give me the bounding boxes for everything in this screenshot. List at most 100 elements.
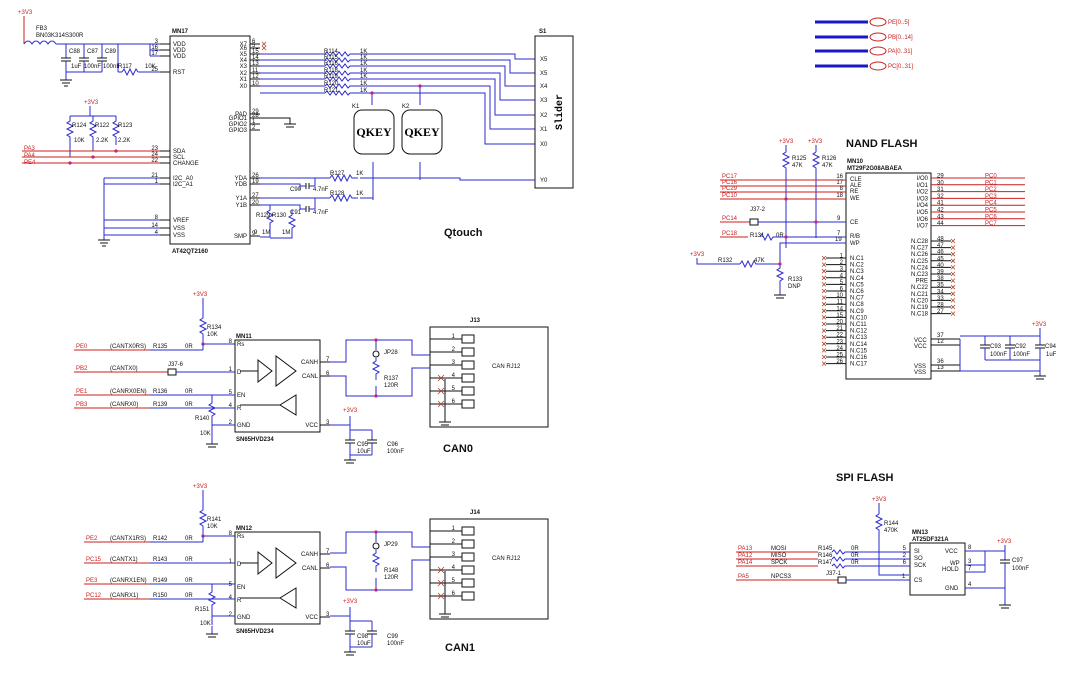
- slider-pin-label: X5: [540, 57, 548, 63]
- nand-left-pin: ALE: [850, 183, 861, 189]
- r136-label: R136: [153, 389, 168, 395]
- j14-connector[interactable]: [429, 518, 549, 620]
- mn11-part: SN65HVD234: [236, 437, 274, 443]
- mn12-label: MN12: [236, 526, 253, 532]
- r122-value: 2.2K: [96, 138, 108, 144]
- can-pin-num: 7: [326, 549, 330, 555]
- mn17-pin-name: I2C_A1: [173, 182, 194, 188]
- can-pin-name: VCC: [305, 615, 318, 621]
- mn17-pin-num: 1: [155, 179, 159, 185]
- nand-nc-name: N.C14: [850, 342, 868, 348]
- mn11-chip: [234, 339, 321, 433]
- mn17-pin-name: X5: [240, 52, 248, 58]
- mn17-pin-num: 16: [151, 45, 158, 51]
- nand-power2: +3V3: [808, 139, 823, 145]
- slider-pin-label: X5: [540, 71, 548, 77]
- nand-nc-num: 33: [937, 296, 944, 302]
- mn17-pin-num: 27: [252, 193, 259, 199]
- nand-io-net: PC7: [985, 221, 997, 227]
- r140-resistor-icon: [207, 395, 217, 436]
- j37-6-jumper[interactable]: [167, 368, 177, 376]
- nand-nc-num: 39: [937, 270, 944, 276]
- r126-resistor-icon: [811, 151, 821, 238]
- spi-title: SPI FLASH: [836, 472, 894, 484]
- ce-pin: CE: [850, 220, 858, 226]
- j13-connector[interactable]: [429, 326, 549, 428]
- mn17-pin-name: X0: [240, 84, 248, 90]
- can-pin-num: 5: [229, 390, 233, 396]
- jp29-icon[interactable]: [372, 542, 380, 550]
- nand-left-num: 17: [836, 180, 843, 186]
- nand-io-pin: I/O6: [917, 217, 929, 223]
- mn17-pin-name: X3: [240, 64, 248, 70]
- nand-nc-name: N.C8: [850, 302, 864, 308]
- r131-value: 0R: [776, 233, 784, 239]
- j37-2-jumper[interactable]: [749, 218, 759, 226]
- nand-io-num: 32: [937, 194, 944, 200]
- nand-nc-num: 48: [937, 237, 944, 243]
- can-pin-num: 4: [229, 403, 233, 409]
- r117-resistor-icon: [121, 67, 139, 77]
- mn17-pin-name: YDA: [235, 176, 247, 182]
- nand-caps: [980, 336, 1045, 361]
- r130-value: 1M: [282, 230, 290, 236]
- slider-s1[interactable]: [534, 35, 574, 189]
- bus-port-icon: [869, 32, 887, 42]
- c94-label: C94: [1045, 344, 1057, 350]
- fb3-part: BN03K314S300R: [36, 33, 84, 39]
- nand-io-pin: I/O1: [917, 183, 929, 189]
- spi-net: PA12: [738, 553, 753, 559]
- net-pb2: PB2: [76, 366, 88, 372]
- spi-resistor-icon: [831, 563, 910, 569]
- can1-power2: +3V3: [343, 599, 358, 605]
- mn17-pin-name: SMP: [234, 234, 247, 240]
- c95-value: 10uF: [357, 449, 371, 455]
- c89-label: C89: [105, 49, 117, 55]
- nand-io-net: PC2: [985, 187, 997, 193]
- mn17-pin-num: 24: [151, 152, 158, 158]
- nand-io-pin: I/O7: [917, 224, 929, 230]
- can-pin-num: 5: [229, 582, 233, 588]
- k2-label: K2: [402, 104, 410, 110]
- series-resistor-value: 1K: [360, 74, 367, 80]
- can-pin-name: CANH: [301, 360, 318, 366]
- r131-resistor-icon: [759, 232, 846, 242]
- r122-label: R122: [95, 123, 110, 129]
- c99-value: 100nF: [387, 641, 404, 647]
- smp-num: 9: [254, 230, 258, 236]
- j37-1-jumper[interactable]: [837, 576, 847, 584]
- jp28-icon[interactable]: [372, 350, 380, 358]
- nand-nc-name: N.C6: [850, 289, 864, 295]
- net-pe3: PE3: [86, 578, 98, 584]
- mn17-pin-num: 14: [252, 55, 259, 61]
- qt-x-routes: [360, 53, 535, 200]
- net-pb3-desc: (CANRX0): [110, 402, 138, 408]
- nand-vcc1-pin: VCC: [914, 338, 927, 344]
- mn17-pin-name: SCL: [173, 155, 185, 161]
- can-pin-num: 8: [229, 339, 233, 345]
- series-resistor-value: 1K: [360, 81, 367, 87]
- nand-io-num: 44: [937, 221, 944, 227]
- r131-label: R131: [750, 233, 765, 239]
- nand-nc-name: N.C9: [850, 309, 864, 315]
- r151-value: 10K: [200, 621, 211, 627]
- spi-power2: +3V3: [997, 539, 1012, 545]
- r143-label: R143: [153, 557, 168, 563]
- nand-nc-num: 38: [937, 276, 944, 282]
- can-pin-name: D: [237, 562, 242, 568]
- r129-resistor-icon: [260, 205, 275, 238]
- mn17-pin-num: 11: [252, 68, 259, 74]
- nand-nc-num: 21: [836, 326, 843, 332]
- qkey-k2[interactable]: [401, 109, 443, 155]
- r148-resistor-icon: [371, 550, 381, 572]
- net-pe1: PE1: [76, 389, 88, 395]
- mn17-pin-name: X2: [240, 71, 248, 77]
- spi-resistor-icon: [831, 556, 910, 562]
- qt-power2-label: +3V3: [84, 100, 99, 106]
- qkey-k1[interactable]: [353, 109, 395, 155]
- can1-driver-big-icon: [275, 547, 297, 579]
- c89-value: 100nF: [103, 64, 120, 70]
- nand-nc-num: 26: [836, 359, 843, 365]
- slider-pin-label: X4: [540, 84, 548, 90]
- nand-vss1-num: 36: [937, 359, 944, 365]
